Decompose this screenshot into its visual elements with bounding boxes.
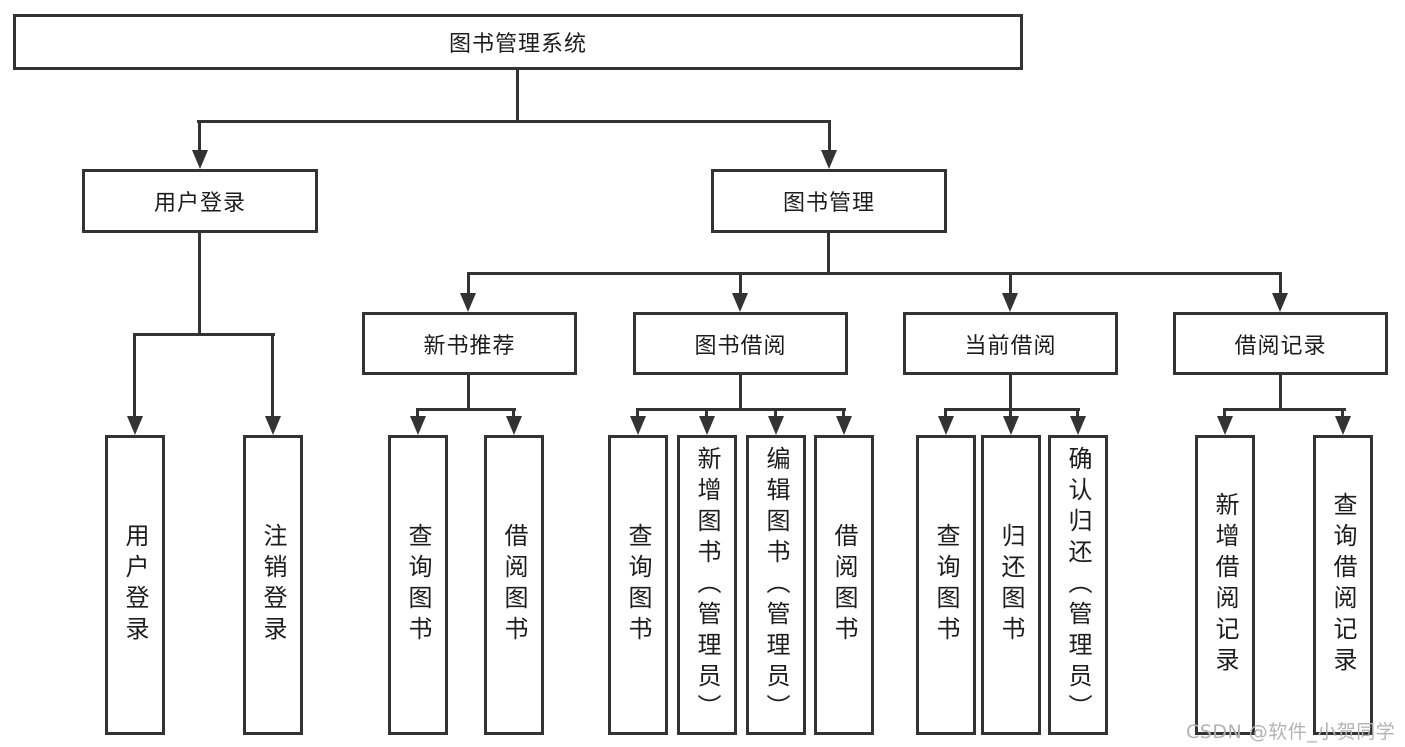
- leaf-current-confirm: 确认归还（管理员）: [1048, 435, 1108, 735]
- arrow-down-icon: [768, 416, 784, 435]
- edge-line: [197, 120, 831, 123]
- leaf-records-query-label: 查询借阅记录: [1329, 492, 1357, 678]
- arrow-down-icon: [1003, 416, 1019, 435]
- node-book-management: 图书管理: [711, 169, 947, 233]
- arrow-down-icon: [1002, 293, 1018, 312]
- node-new-book-recommend-label: 新书推荐: [423, 333, 516, 359]
- arrow-down-icon: [265, 416, 281, 435]
- edge-line: [774, 408, 777, 419]
- edge-line: [467, 272, 1282, 275]
- edge-line: [198, 233, 201, 335]
- edge-line: [516, 69, 519, 122]
- edge-line: [1223, 408, 1346, 411]
- edge-line: [133, 333, 136, 418]
- edge-line: [636, 408, 639, 419]
- leaf-borrow-add: 新增图书（管理员）: [677, 435, 737, 735]
- arrow-down-icon: [192, 150, 208, 169]
- leaf-borrow-borrow-label: 借阅图书: [830, 523, 858, 647]
- arrow-down-icon: [836, 416, 852, 435]
- arrow-down-icon: [732, 293, 748, 312]
- edge-line: [512, 408, 515, 419]
- arrow-down-icon: [1272, 293, 1288, 312]
- csdn-watermark: CSDN @软件_小贺同学: [1186, 721, 1396, 743]
- leaf-newbook-borrow: 借阅图书: [484, 435, 544, 735]
- leaf-logout: 注销登录: [243, 435, 303, 735]
- edge-line: [198, 120, 201, 152]
- edge-line: [944, 408, 1080, 411]
- leaf-newbook-query-label: 查询图书: [404, 523, 432, 647]
- edge-line: [739, 272, 742, 296]
- arrow-down-icon: [1070, 416, 1086, 435]
- node-user-login: 用户登录: [82, 169, 318, 233]
- edge-line: [636, 408, 846, 411]
- leaf-records-add: 新增借阅记录: [1195, 435, 1255, 735]
- leaf-newbook-borrow-label: 借阅图书: [500, 523, 528, 647]
- node-book-borrow: 图书借阅: [633, 312, 848, 375]
- leaf-current-return: 归还图书: [981, 435, 1041, 735]
- edge-line: [827, 233, 830, 274]
- leaf-user-login-label: 用户登录: [121, 523, 149, 647]
- edge-line: [467, 272, 470, 296]
- leaf-current-return-label: 归还图书: [997, 523, 1025, 647]
- arrow-down-icon: [410, 416, 426, 435]
- node-book-management-label: 图书管理: [782, 191, 875, 216]
- arrow-down-icon: [821, 150, 837, 169]
- node-current-borrow: 当前借阅: [903, 312, 1118, 375]
- edge-line: [271, 333, 274, 418]
- node-new-book-recommend: 新书推荐: [362, 312, 577, 375]
- edge-line: [416, 408, 516, 411]
- edge-line: [1341, 408, 1344, 419]
- edge-line: [842, 408, 845, 419]
- arrow-down-icon: [630, 416, 646, 435]
- edge-line: [1009, 272, 1012, 296]
- edge-line: [467, 373, 470, 411]
- edge-line: [739, 373, 742, 411]
- node-user-login-label: 用户登录: [153, 191, 246, 216]
- edge-line: [1076, 408, 1079, 419]
- edge-line: [1009, 373, 1012, 411]
- leaf-records-add-label: 新增借阅记录: [1211, 492, 1239, 678]
- leaf-current-query-label: 查询图书: [932, 523, 960, 647]
- node-root: 图书管理系统: [13, 14, 1023, 70]
- node-book-borrow-label: 图书借阅: [694, 333, 787, 359]
- leaf-newbook-query: 查询图书: [388, 435, 448, 735]
- node-current-borrow-label: 当前借阅: [964, 333, 1057, 359]
- edge-line: [1279, 272, 1282, 296]
- leaf-records-query: 查询借阅记录: [1313, 435, 1373, 735]
- leaf-borrow-add-label: 新增图书（管理员）: [693, 445, 721, 725]
- edge-line: [705, 408, 708, 419]
- leaf-current-query: 查询图书: [916, 435, 976, 735]
- arrow-down-icon: [699, 416, 715, 435]
- leaf-user-login: 用户登录: [105, 435, 165, 735]
- leaf-logout-label: 注销登录: [259, 523, 287, 647]
- node-root-label: 图书管理系统: [448, 32, 587, 57]
- edge-line: [1009, 408, 1012, 419]
- arrow-down-icon: [1335, 416, 1351, 435]
- leaf-borrow-query: 查询图书: [608, 435, 668, 735]
- leaf-borrow-edit-label: 编辑图书（管理员）: [762, 445, 790, 725]
- leaf-current-confirm-label: 确认归还（管理员）: [1064, 445, 1092, 725]
- node-borrow-records-label: 借阅记录: [1234, 333, 1327, 359]
- edge-line: [1279, 373, 1282, 411]
- edge-line: [133, 333, 275, 336]
- edge-line: [416, 408, 419, 419]
- leaf-borrow-query-label: 查询图书: [624, 523, 652, 647]
- node-borrow-records: 借阅记录: [1173, 312, 1388, 375]
- arrow-down-icon: [127, 416, 143, 435]
- leaf-borrow-borrow: 借阅图书: [814, 435, 874, 735]
- leaf-borrow-edit: 编辑图书（管理员）: [746, 435, 806, 735]
- edge-line: [1223, 408, 1226, 419]
- arrow-down-icon: [506, 416, 522, 435]
- arrow-down-icon: [938, 416, 954, 435]
- arrow-down-icon: [460, 293, 476, 312]
- edge-line: [944, 408, 947, 419]
- edge-line: [828, 120, 831, 152]
- arrow-down-icon: [1217, 416, 1233, 435]
